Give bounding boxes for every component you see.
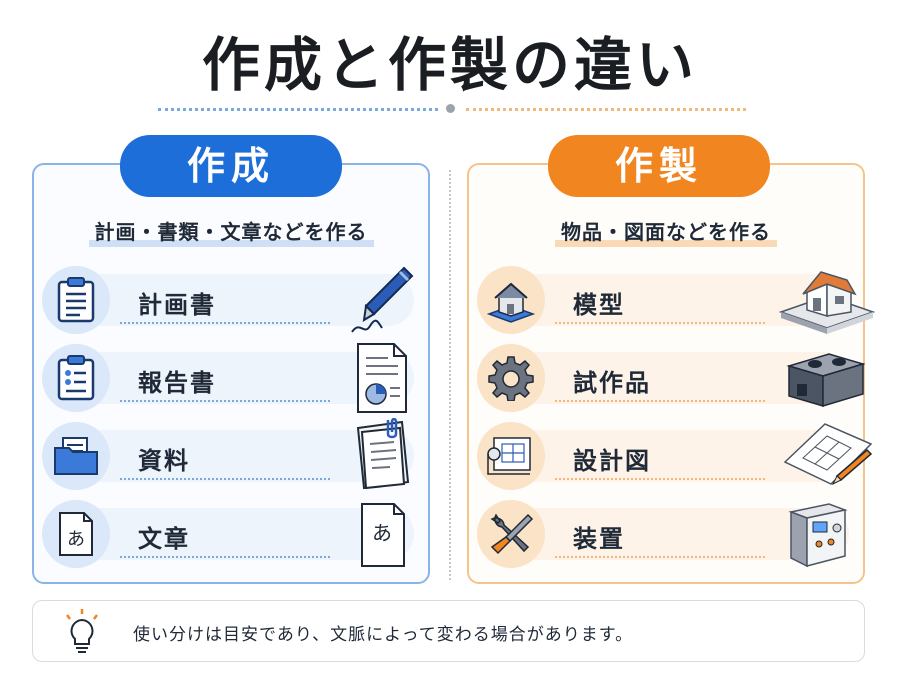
title-rule-right <box>466 108 746 111</box>
fountain-pen-icon <box>344 262 420 338</box>
report-chart-document-icon <box>344 340 420 416</box>
clipboard-report-icon <box>42 344 110 412</box>
list-item: 模型 <box>477 266 876 334</box>
machine-device-icon <box>779 496 855 572</box>
blueprint-icon <box>477 422 545 490</box>
list-item: 資料 <box>42 417 422 490</box>
item-label: 装置 <box>573 525 625 553</box>
list-item: 装置 <box>477 500 857 568</box>
right-subtitle-text: 物品・図面などを作る <box>555 216 777 247</box>
blueprint-pencil-icon <box>779 418 875 494</box>
note-box: 使い分けは目安であり、文脈によって変わる場合があります。 <box>32 600 865 662</box>
right-subtitle: 物品・図面などを作る <box>467 216 865 247</box>
wrench-screwdriver-icon <box>477 500 545 568</box>
left-heading-badge: 作成 <box>120 135 342 197</box>
lightbulb-icon <box>57 607 107 657</box>
item-label: 報告書 <box>138 369 216 397</box>
page-title: 作成と作製の違い <box>201 31 698 99</box>
clipboard-icon <box>42 266 110 334</box>
item-label: 計画書 <box>138 291 216 319</box>
left-subtitle-text: 計画・書類・文章などを作る <box>88 216 374 247</box>
item-label: 試作品 <box>573 369 651 397</box>
list-item: 設計図 <box>477 422 873 490</box>
center-divider <box>449 170 451 580</box>
note-text: 使い分けは目安であり、文脈によって変わる場合があります。 <box>133 625 634 645</box>
right-heading-badge: 作製 <box>548 135 770 197</box>
prototype-block-icon <box>779 340 869 416</box>
doc-glyph: あ <box>67 529 85 550</box>
item-label: 文章 <box>138 525 190 553</box>
item-label: 資料 <box>138 447 190 475</box>
title-divider-dot <box>446 104 455 113</box>
clipped-papers-icon <box>344 417 420 494</box>
left-subtitle: 計画・書類・文章などを作る <box>32 216 430 247</box>
doc-glyph: あ <box>372 521 392 545</box>
house-model-icon <box>477 266 545 334</box>
list-item: 報告書 <box>42 343 422 413</box>
list-item: 試作品 <box>477 344 866 412</box>
title-rule-left <box>158 108 438 111</box>
text-document-icon: あ <box>42 500 110 568</box>
item-label: 模型 <box>573 291 625 319</box>
list-item: 計画書 <box>42 266 422 334</box>
list-item: あ 文章 あ <box>42 500 422 568</box>
house-model-icon <box>777 262 877 338</box>
gear-icon <box>477 344 545 412</box>
item-label: 設計図 <box>573 447 651 475</box>
folder-icon <box>42 422 110 490</box>
text-document-icon: あ <box>344 496 420 572</box>
